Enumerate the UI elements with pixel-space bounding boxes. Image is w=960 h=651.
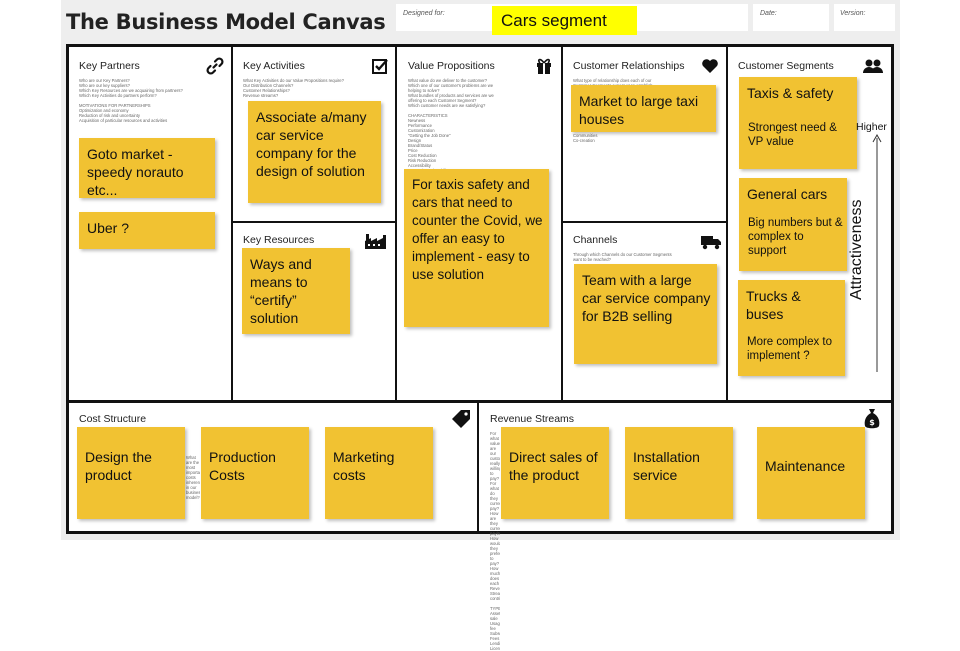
higher-label: Higher [856, 121, 887, 133]
guidance-text-key-partners: Who are our Key Partners?Who are our key… [79, 78, 183, 123]
section-title-cost-structure: Cost Structure [79, 413, 147, 425]
users-icon [863, 59, 883, 73]
section-title-key-resources: Key Resources [243, 234, 315, 246]
note-production-costs: Production Costs [201, 427, 309, 519]
note-goto-market: Goto market - speedy norauto etc... [79, 138, 215, 198]
guidance-text-revenue-streams: For what value are our customers really … [490, 431, 500, 651]
section-title-value-propositions: Value Propositions [408, 60, 495, 72]
guidance-text-cost-structure: What are the most important costs inhere… [186, 455, 200, 500]
page-title: The Business Model Canvas [66, 10, 386, 34]
divider [561, 221, 728, 223]
note-maintenance: Maintenance [757, 427, 865, 519]
divider [395, 47, 397, 400]
factory-icon [365, 234, 386, 249]
note-ways-means: Ways and means to “certify” solution [242, 248, 350, 334]
note-installation: Installation service [625, 427, 733, 519]
version-label: Version: [840, 10, 866, 17]
divider [231, 47, 233, 400]
checkbox-icon [372, 59, 388, 74]
note-associate: Associate a/many car service company for… [248, 101, 381, 203]
attractiveness-label: Attractiveness [848, 199, 865, 300]
note-market-taxi: Market to large taxi houses [571, 85, 716, 132]
gift-icon [537, 58, 551, 74]
section-title-key-partners: Key Partners [79, 60, 140, 72]
money-bag-icon: $ [864, 409, 880, 429]
guidance-text-channels: Through which Channels do our Customer S… [573, 252, 672, 262]
note-marketing-costs: Marketing costs [325, 427, 433, 519]
section-title-customer-relationships: Customer Relationships [573, 60, 685, 72]
divider [231, 221, 397, 223]
version-box [834, 4, 895, 31]
section-title-customer-segments: Customer Segments [738, 60, 834, 72]
note-design-product: Design the product [77, 427, 185, 519]
note-team-service: Team with a large car service company fo… [574, 264, 717, 364]
note-taxis-safety: Taxis & safety Strongest need & VP value [739, 77, 857, 169]
divider [726, 47, 728, 400]
note-uber: Uber ? [79, 212, 215, 249]
date-box [753, 4, 829, 31]
note-trucks-buses: Trucks & buses More complex to implement… [738, 280, 845, 376]
section-title-revenue-streams: Revenue Streams [490, 413, 575, 425]
divider [477, 402, 479, 532]
tag-icon [452, 410, 470, 428]
guidance-text-value-propositions: What value do we deliver to the customer… [408, 78, 494, 173]
note-general-cars: General cars Big numbers but & complex t… [739, 178, 847, 271]
link-icon [206, 57, 224, 75]
arrow-up-icon [872, 134, 882, 372]
heart-icon [702, 59, 718, 73]
truck-icon [701, 236, 721, 250]
svg-text:$: $ [869, 418, 875, 427]
divider [561, 47, 563, 400]
designed-for-label: Designed for: [403, 10, 445, 17]
section-title-channels: Channels [573, 234, 618, 246]
divider [69, 400, 891, 403]
guidance-text-key-activities: What Key Activities do our Value Proposi… [243, 78, 344, 98]
date-label: Date: [760, 10, 777, 17]
note-value-proposition: For taxis safety and cars that need to c… [404, 169, 549, 327]
segment-highlight: Cars segment [492, 6, 637, 35]
note-direct-sales: Direct sales of the product [501, 427, 609, 519]
section-title-key-activities: Key Activities [243, 60, 305, 72]
